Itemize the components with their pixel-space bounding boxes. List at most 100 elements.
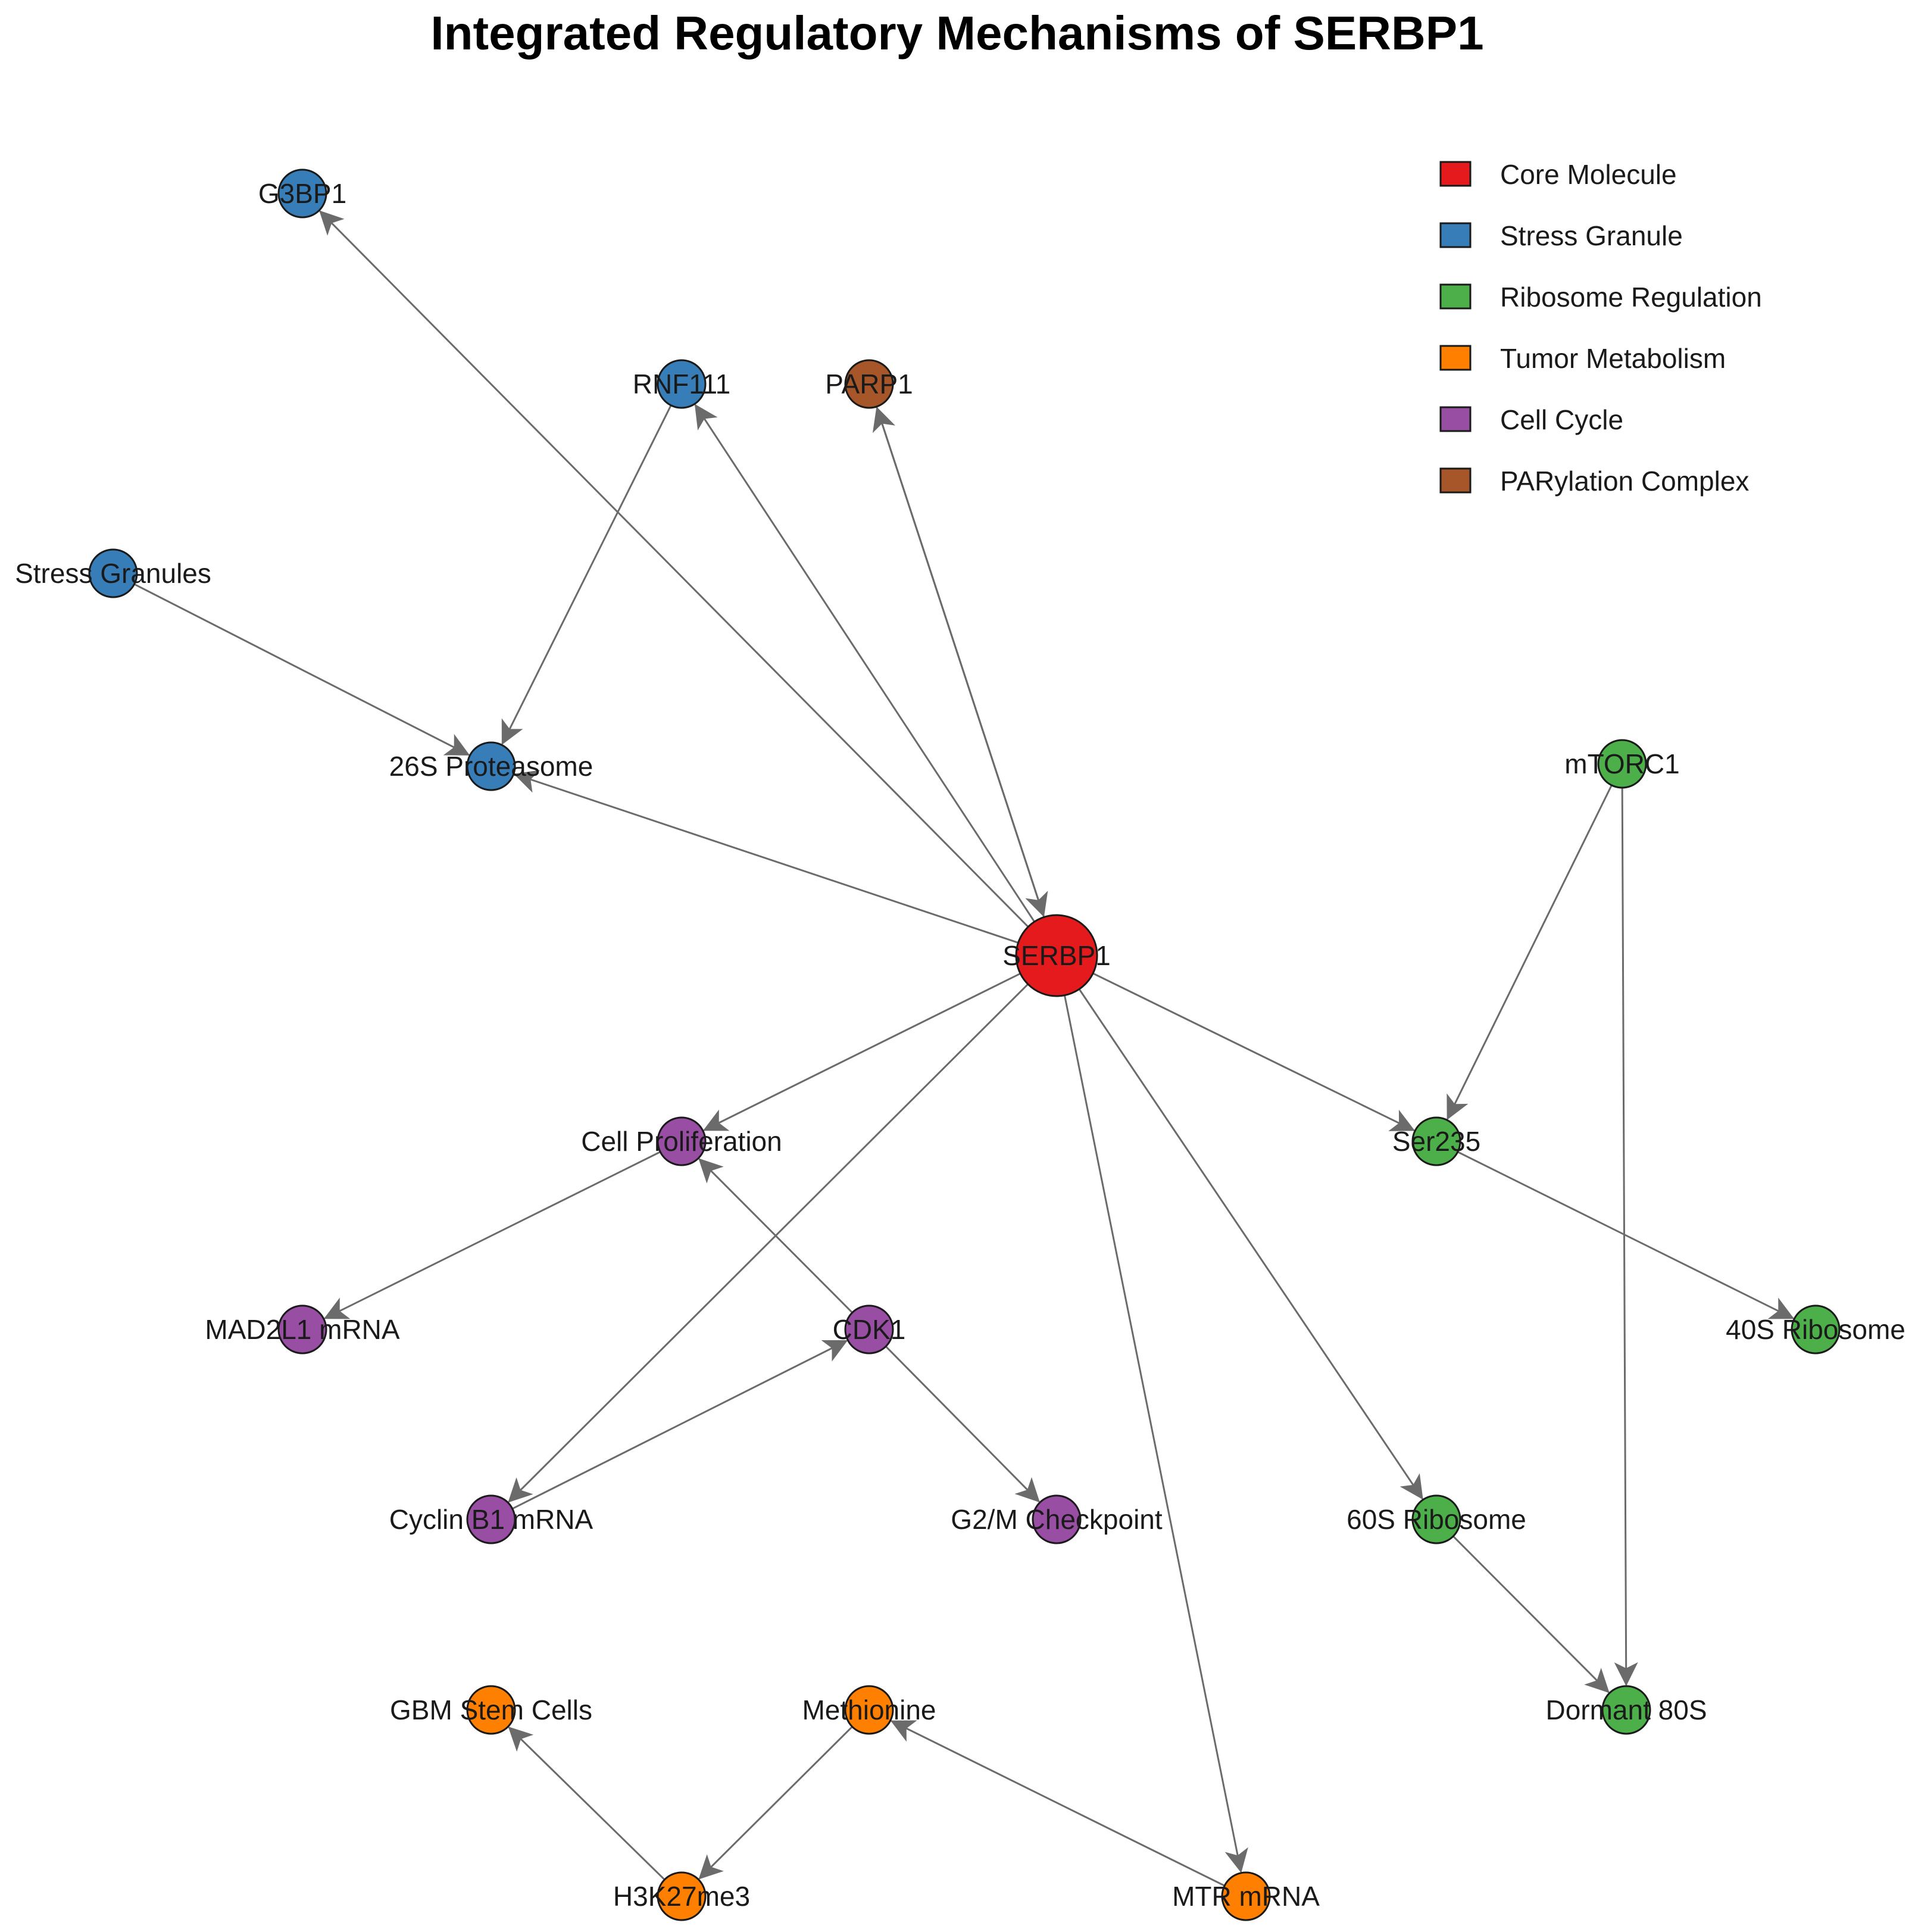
node-CellProliferation: Cell Proliferation bbox=[581, 1116, 782, 1166]
node-circle bbox=[1791, 1304, 1841, 1354]
legend-swatch bbox=[1439, 467, 1472, 494]
node-circle bbox=[657, 1116, 707, 1166]
legend-swatch bbox=[1439, 222, 1472, 248]
node-label: Cyclin B1 mRNA bbox=[389, 1504, 593, 1535]
legend-item: Ribosome Regulation bbox=[1439, 282, 1762, 313]
node-label: PARP1 bbox=[825, 369, 913, 399]
node-circle bbox=[1221, 1871, 1271, 1921]
edge-mTORC1-to-Dormant80S bbox=[1614, 787, 1638, 1687]
node-CDK1: CDK1 bbox=[833, 1304, 906, 1354]
node-label: H3K27me3 bbox=[613, 1881, 750, 1912]
edge-SERBP1-to-Ribosome60S bbox=[1078, 988, 1423, 1500]
node-CyclinB1: Cyclin B1 mRNA bbox=[389, 1494, 593, 1544]
legend-item: Stress Granule bbox=[1439, 220, 1683, 251]
edge-SERBP1-to-Proteasome26S bbox=[513, 770, 1019, 944]
edge-SERBP1-to-MTR bbox=[1063, 995, 1248, 1873]
diagram-title: Integrated Regulatory Mechanisms of SERB… bbox=[430, 7, 1483, 60]
edge-SERBP1-to-Ser235 bbox=[1092, 972, 1416, 1131]
node-circle bbox=[88, 548, 138, 598]
node-circle bbox=[466, 1685, 516, 1735]
node-circle bbox=[1411, 1116, 1461, 1166]
legend-item: Tumor Metabolism bbox=[1439, 343, 1726, 374]
node-label: G3BP1 bbox=[258, 178, 346, 209]
node-label: Ser235 bbox=[1392, 1126, 1480, 1157]
legend-label: Core Molecule bbox=[1500, 159, 1677, 190]
node-label: SERBP1 bbox=[1002, 940, 1111, 971]
edge-SERBP1-to-RNF111 bbox=[694, 404, 1035, 922]
node-circle bbox=[1032, 1494, 1082, 1544]
legend-item: Core Molecule bbox=[1439, 159, 1677, 190]
node-label: GBM Stem Cells bbox=[390, 1694, 592, 1725]
legend-swatch bbox=[1439, 345, 1472, 371]
node-G2M: G2/M Checkpoint bbox=[951, 1494, 1163, 1544]
node-RNF111: RNF111 bbox=[633, 359, 730, 409]
edge-H3K27me3-to-GBMStem bbox=[508, 1726, 666, 1881]
node-circle bbox=[1015, 914, 1098, 997]
node-Methionine: Methionine bbox=[802, 1685, 936, 1735]
node-label: CDK1 bbox=[833, 1314, 906, 1345]
node-label: Methionine bbox=[802, 1694, 936, 1725]
edge-CyclinB1-to-CDK1 bbox=[512, 1340, 848, 1510]
edge-SERBP1-to-CyclinB1 bbox=[508, 983, 1029, 1503]
edge-CDK1-to-CellProliferation bbox=[698, 1158, 853, 1313]
legend-label: Cell Cycle bbox=[1500, 404, 1623, 435]
edge-CellProliferation-to-MAD2L1 bbox=[323, 1151, 661, 1319]
legend-label: Stress Granule bbox=[1500, 220, 1683, 251]
node-Proteasome26S: 26S Proteasome bbox=[389, 741, 593, 791]
node-Ribosome60S: 60S Ribosome bbox=[1347, 1494, 1526, 1544]
legend-swatch bbox=[1439, 161, 1472, 187]
node-Dormant80S: Dormant 80S bbox=[1545, 1685, 1707, 1735]
node-circle bbox=[1601, 1685, 1651, 1735]
node-circle bbox=[466, 1494, 516, 1544]
node-MAD2L1: MAD2L1 mRNA bbox=[205, 1304, 400, 1354]
edge-RNF111-to-Proteasome26S bbox=[501, 405, 672, 745]
legend-item: Cell Cycle bbox=[1439, 404, 1623, 435]
node-SERBP1: SERBP1 bbox=[1002, 914, 1111, 997]
node-label: mTORC1 bbox=[1564, 748, 1679, 779]
node-circle bbox=[466, 741, 516, 791]
node-circle bbox=[657, 1871, 707, 1921]
node-label: Cell Proliferation bbox=[581, 1126, 782, 1157]
node-Ribosome40S: 40S Ribosome bbox=[1726, 1304, 1905, 1354]
node-circle bbox=[1411, 1494, 1461, 1544]
node-circle bbox=[277, 168, 327, 219]
node-GBMStem: GBM Stem Cells bbox=[390, 1685, 592, 1735]
edge-SERBP1-to-CellProliferation bbox=[702, 972, 1021, 1131]
legend-item: PARylation Complex bbox=[1439, 466, 1749, 497]
node-mTORC1: mTORC1 bbox=[1564, 739, 1680, 789]
node-StressGranules: Stress Granules bbox=[15, 548, 211, 598]
node-label: RNF111 bbox=[633, 369, 730, 399]
node-label: Stress Granules bbox=[15, 558, 211, 589]
edge-MTR-to-Methionine bbox=[890, 1720, 1225, 1887]
legend-label: Tumor Metabolism bbox=[1500, 343, 1726, 374]
node-MTR: MTR mRNA bbox=[1172, 1871, 1320, 1921]
node-H3K27me3: H3K27me3 bbox=[613, 1871, 750, 1921]
node-label: 26S Proteasome bbox=[389, 751, 593, 782]
node-circle bbox=[277, 1304, 327, 1354]
edge-PARP1-to-SERBP1 bbox=[876, 406, 1048, 917]
node-label: MTR mRNA bbox=[1172, 1881, 1320, 1912]
legend-swatch bbox=[1439, 283, 1472, 310]
node-circle bbox=[844, 359, 894, 409]
node-circle bbox=[844, 1304, 894, 1354]
legend-label: PARylation Complex bbox=[1500, 466, 1749, 497]
node-circle bbox=[1597, 739, 1647, 789]
legend-swatch bbox=[1439, 406, 1472, 432]
edge-Methionine-to-H3K27me3 bbox=[698, 1726, 853, 1880]
node-label: Dormant 80S bbox=[1545, 1694, 1707, 1725]
node-G3BP1: G3BP1 bbox=[258, 168, 346, 219]
node-label: G2/M Checkpoint bbox=[951, 1504, 1163, 1535]
node-PARP1: PARP1 bbox=[825, 359, 913, 409]
node-circle bbox=[844, 1685, 894, 1735]
edge-Ser235-to-Ribosome40S bbox=[1457, 1151, 1795, 1319]
node-Ser235: Ser235 bbox=[1392, 1116, 1480, 1166]
node-label: MAD2L1 mRNA bbox=[205, 1314, 400, 1345]
edge-CDK1-to-G2M bbox=[885, 1346, 1040, 1503]
node-circle bbox=[657, 359, 707, 409]
edge-mTORC1-to-Ser235 bbox=[1447, 785, 1613, 1121]
node-label: 40S Ribosome bbox=[1726, 1314, 1905, 1345]
edge-layer bbox=[133, 210, 1795, 1887]
